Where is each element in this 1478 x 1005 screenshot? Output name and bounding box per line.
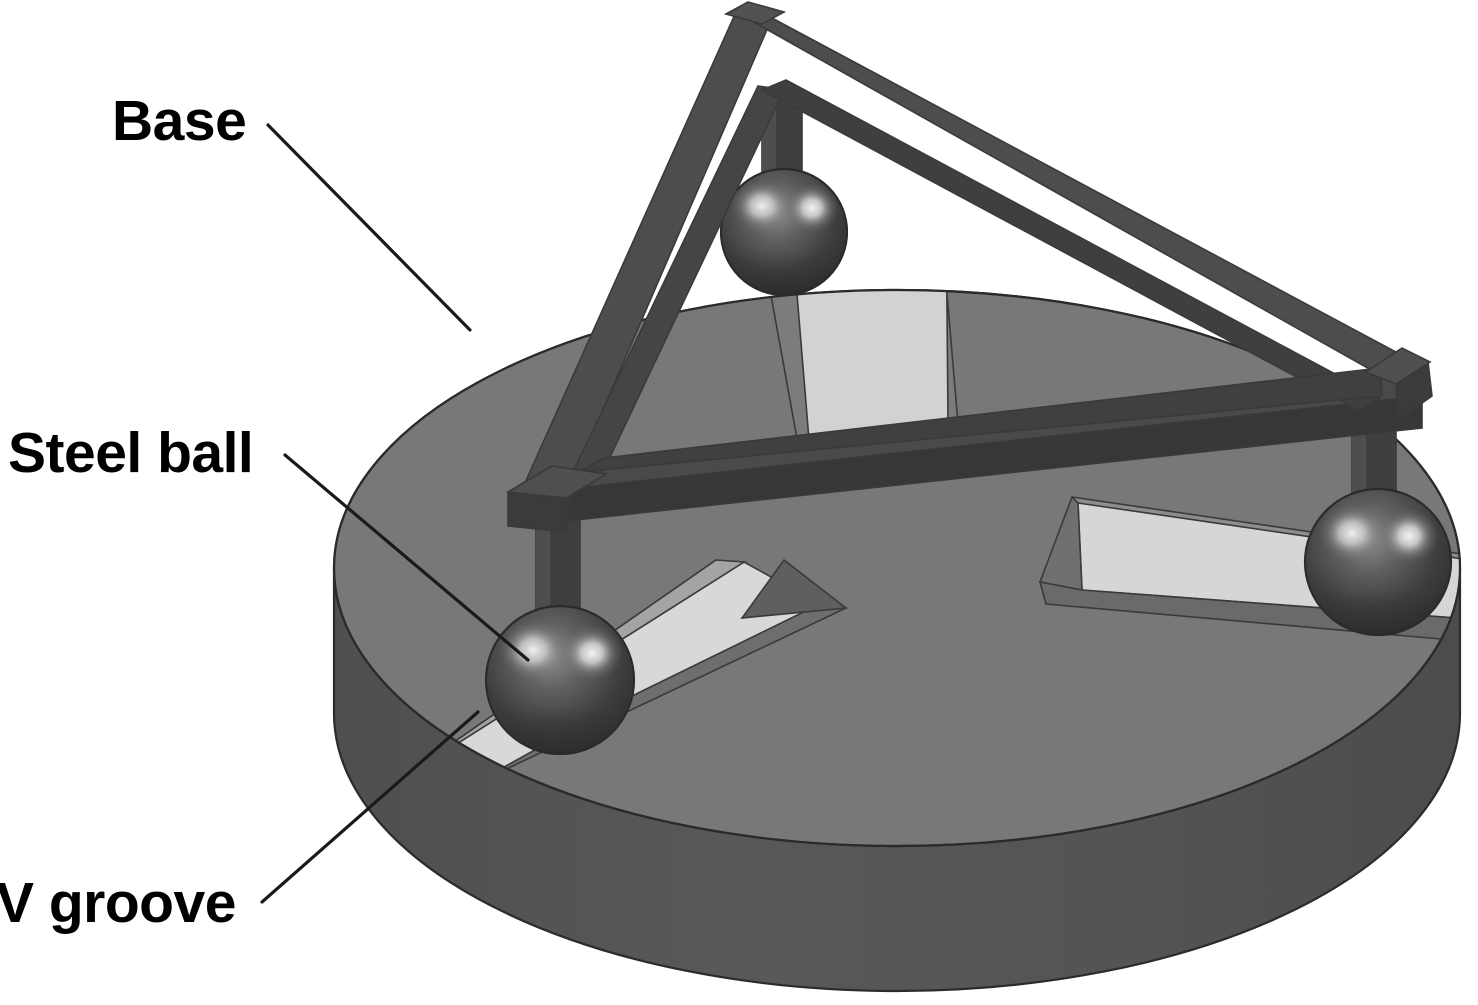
label-base: Base: [112, 89, 246, 153]
steel-ball-left-highlight-right: [561, 625, 623, 681]
steel-ball-group: [484, 167, 1453, 756]
steel-ball-right-highlight-right: [1379, 508, 1439, 564]
base-top-face-outline: [332, 288, 1462, 848]
triangular-frame: [505, 1, 1433, 533]
steel-ball-left-highlight-left: [499, 620, 567, 680]
label-group: Base Steel ball V groove: [0, 89, 254, 935]
leader-line-group: [260, 123, 530, 904]
frame-corner-right-top: [1364, 347, 1432, 385]
label-v-groove: V groove: [0, 871, 236, 935]
v-groove-left-shoulder: [740, 558, 849, 619]
steel-ball-top-highlight-left: [732, 180, 792, 232]
label-steel-ball: Steel ball: [8, 421, 253, 485]
steel-ball-top: [719, 167, 849, 297]
leader-line-steel-ball: [283, 453, 530, 662]
frame-apex-cap: [723, 1, 787, 25]
frame-inner-right: [760, 79, 1382, 411]
frame-corner-left-top: [505, 465, 609, 499]
steel-ball-right-highlight-left: [1319, 504, 1385, 562]
leader-line-base: [266, 123, 472, 332]
leader-line-v-groove: [260, 710, 480, 904]
steel-ball-top-highlight-right: [785, 183, 839, 233]
